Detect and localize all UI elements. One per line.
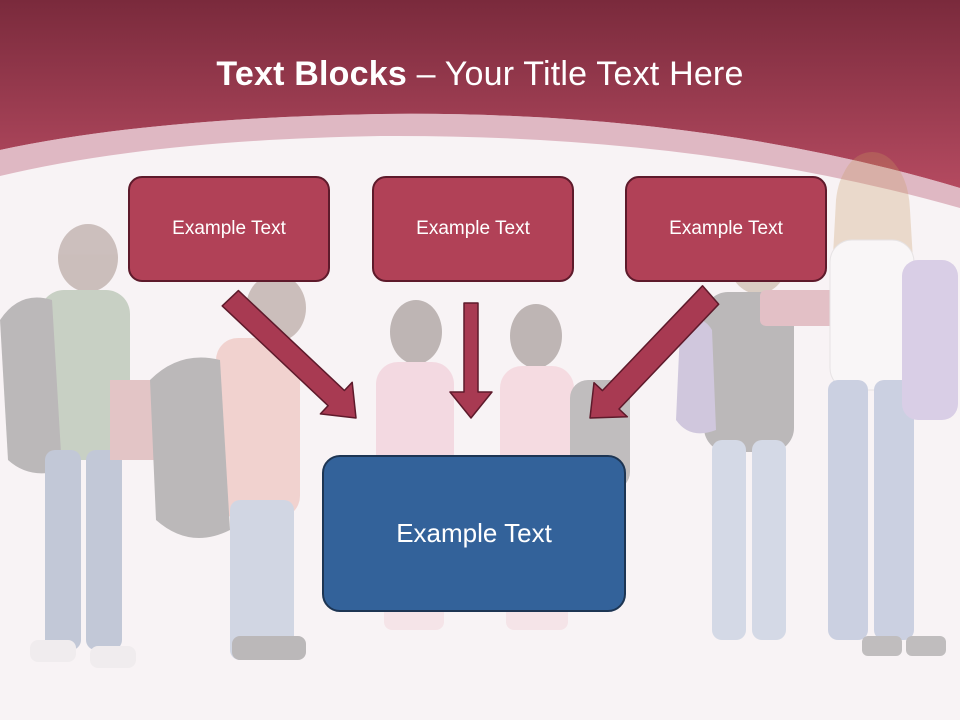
- student-figure: [828, 152, 958, 656]
- text-block-top-left[interactable]: Example Text: [128, 176, 330, 282]
- text-block-label: Example Text: [396, 518, 552, 548]
- text-block-top-right[interactable]: Example Text: [625, 176, 827, 282]
- text-block-main[interactable]: Example Text: [322, 455, 626, 612]
- header-band: [0, 0, 960, 208]
- student-figure: [150, 274, 306, 660]
- title-rest: – Your Title Text Here: [406, 55, 744, 93]
- student-figure: [0, 224, 158, 668]
- text-block-label: Example Text: [669, 218, 783, 239]
- student-figure: [676, 222, 840, 640]
- text-block-label: Example Text: [416, 218, 530, 239]
- text-block-top-center[interactable]: Example Text: [372, 176, 574, 282]
- text-block-label: Example Text: [172, 218, 286, 239]
- page-title: Text Blocks – Your Title Text Here: [0, 52, 960, 96]
- title-bold: Text Blocks: [216, 55, 407, 93]
